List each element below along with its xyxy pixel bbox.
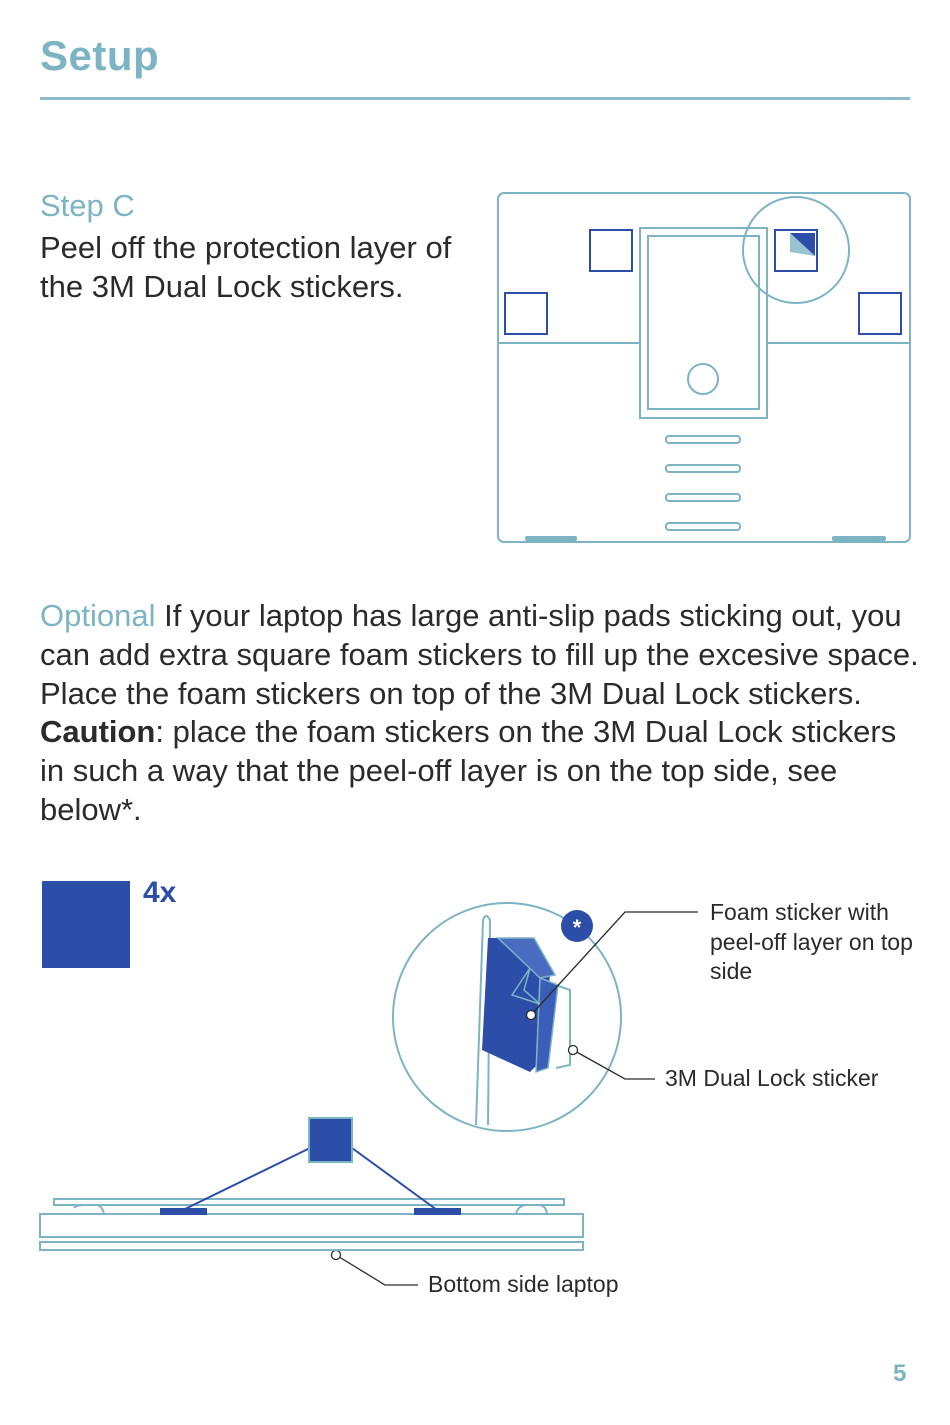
callout-bottom-side-laptop: Bottom side laptop: [428, 1271, 619, 1297]
quantity-label: 4x: [143, 876, 177, 909]
step-instruction: Peel off the protection layer of the 3M …: [40, 230, 452, 304]
dual-lock-sticker-3: [858, 292, 902, 335]
asterisk-badge-icon: [561, 910, 593, 942]
optional-label: Optional: [40, 598, 156, 633]
title-divider: [40, 97, 910, 100]
optional-text-2: : place the foam stickers on the 3M Dual…: [40, 714, 897, 827]
dual-lock-sticker-2: [504, 292, 548, 335]
caution-label: Caution: [40, 714, 156, 750]
dual-lock-sticker-1: [589, 229, 633, 272]
foam-sticker-swatch: [42, 881, 130, 968]
callout-foam-sticker: Foam sticker with peel-off layer on top …: [710, 899, 913, 984]
foam-sticker-side-view: [308, 1117, 353, 1163]
asterisk-badge-text: *: [573, 915, 582, 940]
callout-dual-lock-sticker: 3M Dual Lock sticker: [665, 1065, 879, 1091]
step-label: Step C: [40, 188, 135, 223]
dual-lock-sticker-peeling: [774, 229, 818, 272]
page-number: 5: [893, 1360, 907, 1387]
optional-paragraph: Optional If your laptop has large anti-s…: [40, 597, 920, 830]
page-title: Setup: [40, 32, 160, 79]
optional-text-1: If your laptop has large anti-slip pads …: [40, 598, 919, 711]
